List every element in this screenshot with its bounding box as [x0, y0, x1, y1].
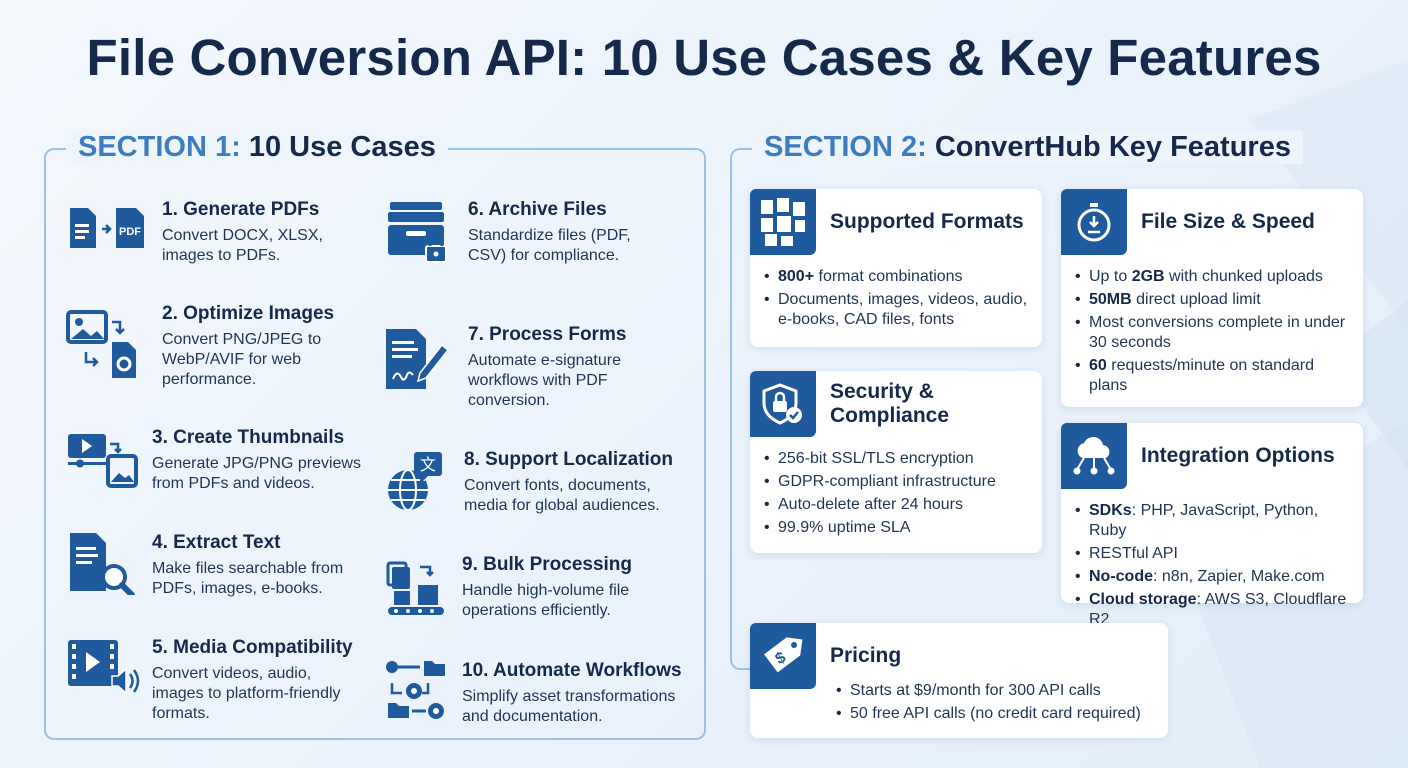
- use-case-9: 9. Bulk Processing Handle high-volume fi…: [384, 553, 632, 623]
- cloud-network-icon: [1061, 423, 1127, 489]
- use-case-title: 1. Generate PDFs: [162, 199, 320, 220]
- card-pricing: $ Pricing Starts at $9/month for 300 API…: [750, 623, 1168, 738]
- list-item: Auto-delete after 24 hours: [764, 495, 1032, 515]
- card-file-size-speed: File Size & Speed Up to 2GB with chunked…: [1061, 189, 1363, 407]
- card-list: 256-bit SSL/TLS encryption GDPR-complian…: [750, 437, 1042, 538]
- video-thumbnail-icon: [68, 434, 138, 488]
- card-integration-options: Integration Options SDKs: PHP, JavaScrip…: [1061, 423, 1363, 628]
- use-case-title: 3. Create Thumbnails: [152, 427, 345, 448]
- use-case-desc: Standardize files (PDF,CSV) for complian…: [468, 227, 631, 264]
- media-film-icon: [68, 640, 140, 695]
- list-item: Most conversions complete in under 30 se…: [1075, 313, 1353, 353]
- use-case-title: 4. Extract Text: [152, 532, 281, 553]
- list-item: 800+ format combinations: [764, 267, 1032, 287]
- use-case-desc: Convert videos, audio,images to platform…: [152, 665, 341, 722]
- list-item: Cloud storage: AWS S3, Cloudflare R2: [1075, 590, 1353, 630]
- workflow-gears-icon: [386, 661, 445, 719]
- card-title: Supported Formats: [830, 210, 1024, 233]
- card-title: Integration Options: [1141, 444, 1335, 467]
- section1-label: SECTION 1:: [78, 131, 241, 163]
- list-item: 60 requests/minute on standard plans: [1075, 356, 1353, 396]
- svg-text:文: 文: [420, 455, 436, 474]
- use-case-3: 3. Create Thumbnails Generate JPG/PNG pr…: [66, 426, 361, 494]
- card-title: Pricing: [830, 644, 902, 667]
- use-case-title: 6. Archive Files: [468, 199, 607, 220]
- list-item: 50 free API calls (no credit card requir…: [836, 704, 1158, 724]
- page-title: File Conversion API: 10 Use Cases & Key …: [86, 29, 1322, 86]
- section2-label: SECTION 2:: [764, 131, 927, 163]
- search-document-icon: [70, 533, 135, 595]
- shield-lock-icon: [750, 371, 816, 437]
- list-item: Up to 2GB with chunked uploads: [1075, 267, 1353, 287]
- card-supported-formats: Supported Formats 800+ format combinatio…: [750, 189, 1042, 347]
- card-security-compliance: Security & Compliance 256-bit SSL/TLS en…: [750, 371, 1042, 553]
- list-item: Starts at $9/month for 300 API calls: [836, 681, 1158, 701]
- use-case-8: 文 8. Support Localization Convert fonts,…: [384, 448, 673, 518]
- use-case-1: PDF 1. Generate PDFs Convert DOCX, XLSX,…: [66, 198, 323, 266]
- use-case-title: 5. Media Compatibility: [152, 637, 353, 658]
- card-list: 800+ format combinations Documents, imag…: [750, 255, 1042, 330]
- pdf-label: PDF: [119, 226, 141, 238]
- list-item: 50MB direct upload limit: [1075, 290, 1353, 310]
- list-item: 256-bit SSL/TLS encryption: [764, 449, 1032, 469]
- section2-heading: SECTION 2: ConvertHub Key Features: [752, 131, 1303, 164]
- card-title: File Size & Speed: [1141, 210, 1315, 233]
- use-case-title: 10. Automate Workflows: [462, 660, 682, 681]
- archive-lock-icon: [388, 202, 447, 263]
- use-case-desc: Convert fonts, documents,media for globa…: [464, 477, 660, 514]
- list-item: No-code: n8n, Zapier, Make.com: [1075, 567, 1353, 587]
- globe-translate-icon: 文: [388, 452, 442, 511]
- section1-name: 10 Use Cases: [248, 131, 436, 163]
- use-case-desc: Convert DOCX, XLSX,images to PDFs.: [162, 227, 323, 264]
- section2-connector: [730, 148, 758, 670]
- file-formats-icon: [750, 189, 816, 255]
- list-item: RESTful API: [1075, 544, 1353, 564]
- price-tag-icon: $: [750, 623, 816, 689]
- section1-heading: SECTION 1: 10 Use Cases: [66, 131, 448, 164]
- list-item: 99.9% uptime SLA: [764, 518, 1032, 538]
- list-item: SDKs: PHP, JavaScript, Python, Ruby: [1075, 501, 1353, 541]
- use-case-5: 5. Media Compatibility Convert videos, a…: [66, 636, 353, 724]
- list-item: GDPR-compliant infrastructure: [764, 472, 1032, 492]
- card-title: Security & Compliance: [830, 380, 950, 427]
- use-case-10: 10. Automate Workflows Simplify asset tr…: [384, 659, 682, 729]
- list-item: Documents, images, videos, audio, e-book…: [764, 290, 1032, 330]
- form-signature-icon: [386, 329, 450, 389]
- card-list: Starts at $9/month for 300 API calls 50 …: [750, 681, 1168, 724]
- card-list: SDKs: PHP, JavaScript, Python, Ruby REST…: [1061, 489, 1363, 630]
- use-case-6: 6. Archive Files Standardize files (PDF,…: [384, 198, 631, 268]
- document-to-pdf-icon: PDF: [70, 208, 144, 248]
- use-case-title: 2. Optimize Images: [162, 303, 335, 324]
- section2-name: ConvertHub Key Features: [934, 131, 1291, 163]
- use-case-title: 7. Process Forms: [468, 324, 627, 345]
- use-case-title: 8. Support Localization: [464, 449, 674, 470]
- card-list: Up to 2GB with chunked uploads 50MB dire…: [1061, 255, 1363, 396]
- bulk-conveyor-icon: [386, 561, 444, 615]
- use-case-4: 4. Extract Text Make files searchable fr…: [66, 531, 343, 599]
- stopwatch-download-icon: [1061, 189, 1127, 255]
- image-optimize-icon: [66, 310, 136, 378]
- use-case-title: 9. Bulk Processing: [462, 554, 633, 575]
